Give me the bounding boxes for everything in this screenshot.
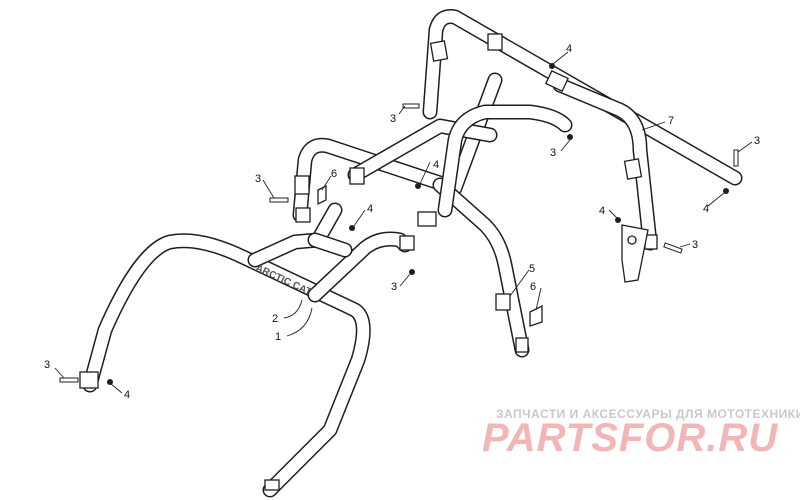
callout-4: 4 xyxy=(599,205,605,217)
callouts: 4 3 3 7 3 4 6 3 4 4 4 3 5 3 6 2 1 3 4 xyxy=(44,43,760,401)
callout-3: 3 xyxy=(754,135,760,147)
rear-mount-bracket xyxy=(621,224,649,283)
decal-6-left xyxy=(317,184,327,206)
callout-3: 3 xyxy=(390,113,396,125)
callout-3: 3 xyxy=(550,147,556,159)
callout-4: 4 xyxy=(367,203,373,215)
callout-6: 6 xyxy=(530,281,536,293)
callout-4: 4 xyxy=(703,203,709,215)
callout-3: 3 xyxy=(692,239,698,251)
leader-lines xyxy=(54,51,753,394)
fasteners xyxy=(59,63,739,385)
decal-6-right xyxy=(529,304,543,327)
callout-4: 4 xyxy=(433,159,439,171)
callout-4: 4 xyxy=(566,43,572,55)
callout-3: 3 xyxy=(255,173,261,185)
callout-4: 4 xyxy=(124,389,130,401)
watermark-logo: PARTSFOR.RU xyxy=(482,416,779,460)
middle-frame xyxy=(292,72,573,358)
clamps xyxy=(79,33,658,491)
watermark-subtitle: ЗАПЧАСТИ И АКСЕССУАРЫ ДЛЯ МОТОТЕХНИКИ xyxy=(496,407,800,421)
callout-3: 3 xyxy=(391,281,397,293)
callout-5: 5 xyxy=(529,263,535,275)
callout-7: 7 xyxy=(668,115,674,127)
rear-upper-frame xyxy=(422,9,743,251)
callout-2: 2 xyxy=(272,313,278,325)
callout-3: 3 xyxy=(44,359,50,371)
front-frame: ARCTIC CAT xyxy=(82,202,413,498)
callout-6: 6 xyxy=(331,168,337,180)
callout-1: 1 xyxy=(275,331,281,343)
